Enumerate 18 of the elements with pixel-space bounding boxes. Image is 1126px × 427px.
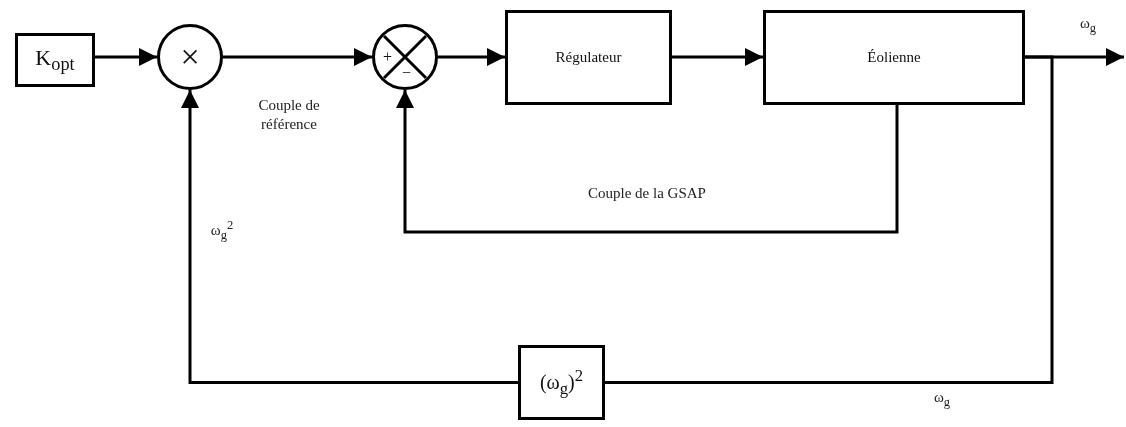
connector-line [605,55,1054,384]
sign-label: + [383,49,393,65]
block [518,345,605,420]
block-label: (ω$_{g}$)$^{2}$ [539,367,584,398]
arrow [672,48,763,66]
block-label: Régulateur [555,49,622,66]
block [763,10,1025,105]
block-label: K$_{opt}$ [35,45,75,75]
block-label: × [180,38,200,76]
arrow [95,48,157,66]
arrow [396,90,899,234]
block [15,33,95,87]
arrow [181,90,518,384]
sign-label: − [402,65,412,81]
arrow [223,48,372,66]
arrow [438,48,505,66]
block-label: Éolienne [867,49,921,66]
block [505,10,672,105]
